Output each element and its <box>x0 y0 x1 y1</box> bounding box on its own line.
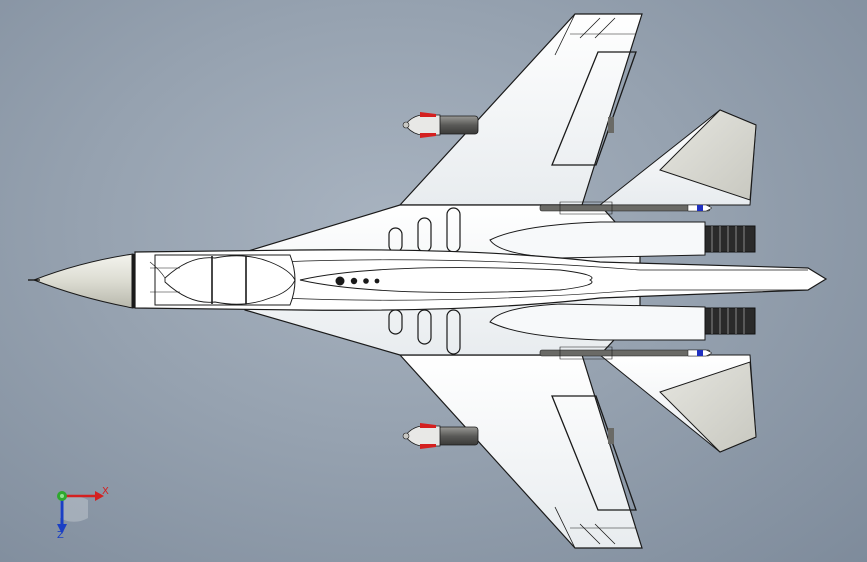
lower-wing-missile[interactable] <box>402 423 614 449</box>
lower-horizontal-tail[interactable] <box>598 354 757 453</box>
lower-body-missile[interactable] <box>539 346 713 360</box>
upper-wing[interactable] <box>398 13 643 206</box>
z-axis-label: Z <box>57 530 64 541</box>
lower-wing[interactable] <box>398 354 643 549</box>
x-axis-label: X <box>102 486 109 497</box>
upper-exhaust-nozzle[interactable] <box>704 225 756 253</box>
lower-exhaust-nozzle[interactable] <box>704 307 756 335</box>
y-axis-marker <box>57 491 67 501</box>
nose-cone[interactable] <box>28 253 135 309</box>
upper-horizontal-tail[interactable] <box>598 109 757 206</box>
cockpit-canopy[interactable] <box>149 254 296 306</box>
upper-wing-missile[interactable] <box>402 112 614 138</box>
upper-body-missile[interactable] <box>539 201 713 215</box>
x-axis-arrow <box>62 491 104 501</box>
fuselage-spine[interactable] <box>134 249 828 311</box>
coordinate-triad <box>57 491 104 534</box>
